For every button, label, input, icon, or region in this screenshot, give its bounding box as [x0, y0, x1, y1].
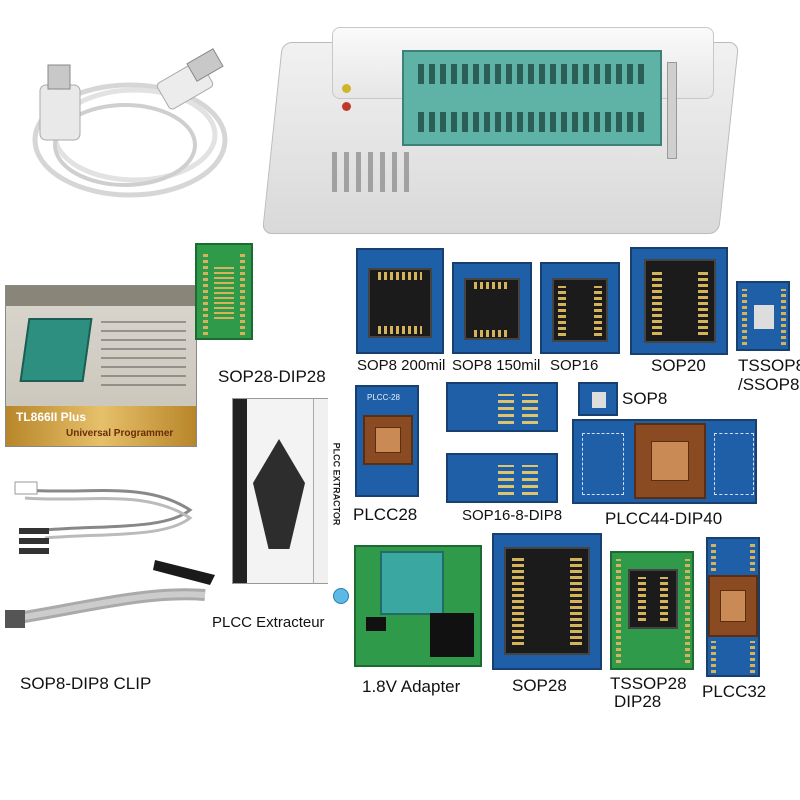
plcc-extractor-text: PLCC EXTRACTOR: [331, 442, 342, 526]
label-sop28-dip28: SOP28-DIP28: [218, 367, 326, 386]
label-tssop8: TSSOP8: [738, 356, 800, 375]
sop16-adapter: [540, 262, 620, 354]
sop8-150mil-adapter: [452, 262, 532, 354]
plcc-extractor-package: PLCC EXTRACTOR: [232, 398, 341, 584]
zif-socket: [402, 50, 662, 146]
sop16-8-dip8-adapter-b: [446, 453, 558, 503]
label-sop8: SOP8: [622, 389, 668, 408]
box-subtitle-text: Universal Programmer: [66, 428, 174, 439]
programmer-device: [261, 22, 740, 234]
sop28-dip28-adapter: [195, 243, 253, 340]
label-sop16: SOP16: [550, 357, 599, 374]
vent-slots: [332, 152, 412, 192]
label-plcc-extracteur: PLCC Extracteur: [212, 614, 325, 631]
box-model-text: TL866II Plus: [16, 410, 87, 424]
zif-lever: [667, 62, 677, 159]
sop8-200mil-adapter: [356, 248, 444, 354]
usb-cable: [32, 48, 228, 198]
1-8v-adapter: [354, 545, 482, 667]
led-red: [342, 102, 351, 111]
label-plcc44-dip40: PLCC44-DIP40: [605, 509, 723, 528]
label-sop8-dip8-clip: SOP8-DIP8 CLIP: [20, 674, 152, 693]
plcc28-silk: PLCC-28: [367, 393, 400, 402]
product-box: TL866II Plus Universal Programmer: [5, 285, 197, 447]
sop8-clip-cable: [5, 481, 215, 628]
sop16-8-dip8-adapter-a: [446, 382, 558, 432]
sop28-adapter: [492, 533, 602, 670]
label-dip28: DIP28: [614, 692, 662, 711]
label-sop8-200mil: SOP8 200mil: [357, 357, 446, 374]
label-1-8v-adapter: 1.8V Adapter: [362, 677, 461, 696]
label-plcc28: PLCC28: [353, 505, 418, 524]
label-sop16-8-dip8: SOP16-8-DIP8: [462, 507, 563, 524]
adapter-knob: [333, 588, 349, 604]
sop20-adapter: [630, 247, 728, 355]
led-green: [342, 84, 351, 93]
label-sop28: SOP28: [512, 676, 567, 695]
tssop28-dip28-adapter: [610, 551, 694, 670]
label-tssop28: TSSOP28: [610, 674, 687, 693]
plcc44-dip40-adapter: [572, 419, 757, 504]
plcc32-adapter: [706, 537, 760, 677]
label-sop20: SOP20: [651, 356, 706, 375]
label-sop8-150mil: SOP8 150mil: [452, 357, 541, 374]
tssop8-ssop8-adapter: [736, 281, 790, 351]
label-plcc32: PLCC32: [702, 682, 767, 701]
sop8-small-adapter: [578, 382, 618, 416]
box-programmer-image: [19, 318, 93, 382]
label-ssop8: /SSOP8: [738, 375, 800, 394]
extractor-tool: [253, 439, 305, 549]
plcc28-adapter: PLCC-28: [355, 385, 419, 497]
